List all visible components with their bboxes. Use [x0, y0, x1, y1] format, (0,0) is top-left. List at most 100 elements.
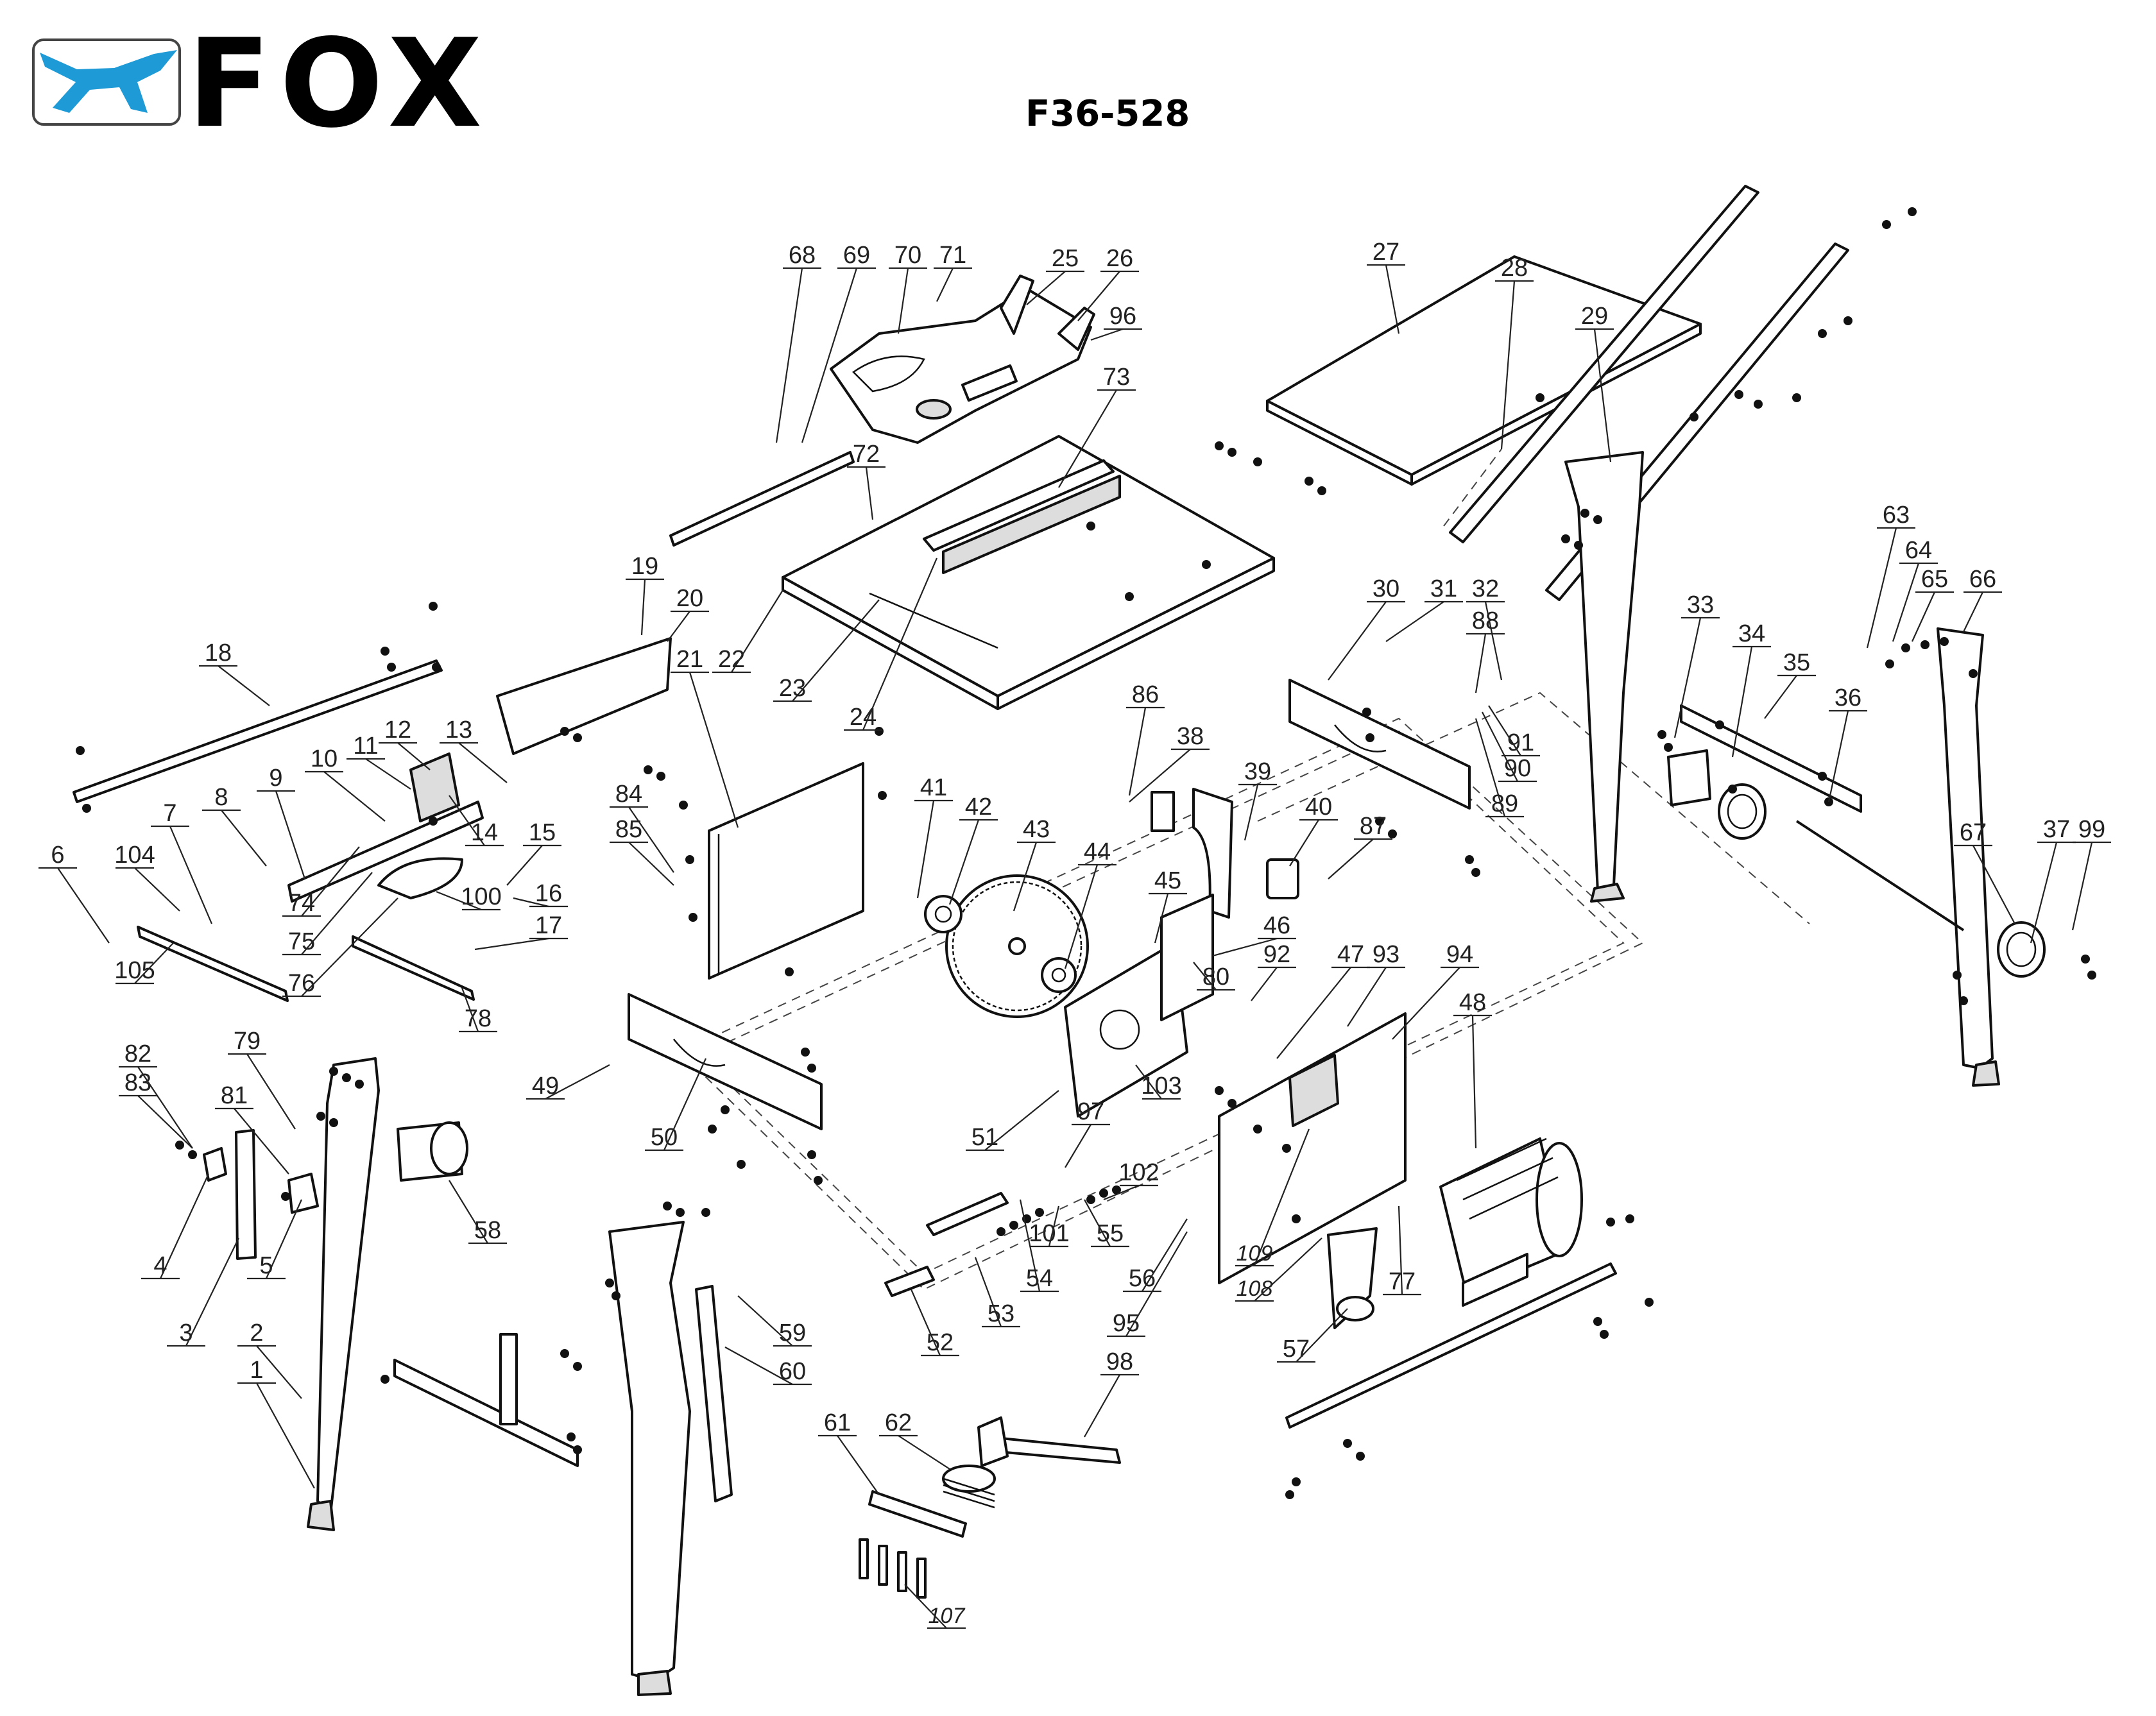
- fastener-dot: [1465, 855, 1474, 864]
- fastener-dot: [1292, 1477, 1301, 1486]
- callout-leader-94: [1392, 967, 1460, 1040]
- callout-label-107: 107: [928, 1604, 966, 1628]
- fastener-dot: [355, 1080, 364, 1089]
- callout-leader-92: [1251, 967, 1278, 1001]
- callout-label-85: 85: [615, 816, 642, 843]
- callout-label-51: 51: [971, 1124, 998, 1151]
- fastener-dot: [785, 967, 794, 976]
- callout-leader-75: [301, 872, 373, 955]
- fastener-dot: [875, 727, 884, 736]
- callout-label-31: 31: [1430, 575, 1457, 602]
- fastener-dot: [1818, 772, 1827, 781]
- callout-leader-32: [1484, 601, 1503, 681]
- fastener-dot: [1228, 448, 1236, 457]
- callout-label-10: 10: [311, 745, 338, 772]
- callout-label-46: 46: [1263, 912, 1290, 939]
- fastener-dot: [612, 1291, 620, 1300]
- callout-label-58: 58: [474, 1217, 501, 1244]
- fastener-dot: [1215, 1086, 1224, 1095]
- wheel-right: [1997, 921, 2046, 978]
- right-support-bracket: [1288, 679, 1471, 810]
- callout-leader-73: [1058, 389, 1117, 488]
- callout-label-5: 5: [259, 1252, 273, 1279]
- callout-leader-33: [1673, 617, 1702, 738]
- fastener-dot: [679, 801, 688, 810]
- fastener-dot: [1305, 477, 1313, 486]
- fastener-dot: [1792, 393, 1801, 402]
- callout-leader-48: [1471, 1015, 1477, 1149]
- blade-guard: [830, 275, 1095, 444]
- flange-42: [924, 895, 963, 933]
- callout-label-48: 48: [1459, 989, 1486, 1016]
- fastener-dot: [188, 1150, 197, 1159]
- callout-label-73: 73: [1103, 364, 1130, 391]
- callout-label-87: 87: [1360, 813, 1387, 840]
- fastener-dot: [1715, 720, 1724, 729]
- switch-box: [397, 1121, 468, 1182]
- rip-fence-rail: [73, 659, 443, 803]
- callout-leader-20: [667, 611, 690, 642]
- callout-label-55: 55: [1097, 1220, 1124, 1247]
- callout-label-42: 42: [965, 794, 992, 820]
- callout-leader-10: [323, 771, 386, 822]
- fastener-dot: [1664, 743, 1673, 752]
- fastener-dot: [605, 1279, 614, 1287]
- fastener-dot: [82, 804, 91, 813]
- callout-label-28: 28: [1501, 255, 1528, 282]
- fastener-dot: [1215, 441, 1224, 450]
- far-right-leg: [1937, 627, 2000, 1087]
- callout-label-70: 70: [894, 242, 921, 269]
- callout-leader-93: [1347, 967, 1387, 1027]
- callout-label-83: 83: [124, 1069, 151, 1096]
- callout-label-32: 32: [1472, 575, 1499, 602]
- leg-tube-3: [235, 1129, 257, 1260]
- callout-label-44: 44: [1084, 838, 1111, 865]
- callout-label-75: 75: [288, 928, 315, 955]
- fastener-dot: [1645, 1298, 1654, 1307]
- callout-label-89: 89: [1491, 790, 1518, 817]
- callout-leader-19: [640, 579, 646, 636]
- callout-leader-9: [275, 790, 306, 879]
- callout-label-62: 62: [885, 1409, 912, 1436]
- callout-label-95: 95: [1113, 1310, 1140, 1337]
- fastener-dot: [1112, 1185, 1121, 1194]
- callout-leader-67: [1972, 845, 2015, 924]
- callout-leader-29: [1593, 328, 1612, 463]
- callout-label-86: 86: [1132, 681, 1159, 708]
- fastener-dot: [1953, 971, 1962, 980]
- leader-lines: [38, 264, 2111, 1629]
- callout-label-61: 61: [824, 1409, 851, 1436]
- callout-leader-39: [1244, 784, 1259, 841]
- callout-leader-70: [897, 268, 909, 334]
- callout-leader-11: [365, 758, 411, 790]
- callout-label-105: 105: [114, 957, 155, 984]
- callout-label-24: 24: [850, 704, 877, 731]
- callout-label-74: 74: [288, 890, 315, 917]
- callout-leader-104: [134, 867, 180, 912]
- callout-label-39: 39: [1244, 758, 1271, 785]
- callout-leader-51: [984, 1090, 1059, 1151]
- callout-leader-62: [898, 1435, 950, 1470]
- callout-label-66: 66: [1969, 566, 1996, 593]
- callout-label-38: 38: [1177, 723, 1204, 750]
- front-panel: [708, 762, 864, 980]
- fastener-dot: [721, 1105, 730, 1114]
- callout-leader-38: [1129, 749, 1191, 803]
- callout-leader-49: [545, 1064, 610, 1100]
- callout-label-100: 100: [461, 883, 501, 910]
- left-front-leg: [307, 1057, 380, 1531]
- callout-leader-7: [169, 826, 213, 924]
- callout-label-72: 72: [853, 441, 880, 468]
- callout-leader-102: [1103, 1184, 1140, 1201]
- center-front-leg: [608, 1221, 691, 1696]
- back-brace-35: [1667, 704, 1862, 813]
- callout-leader-41: [916, 800, 935, 899]
- fastener-dot: [1959, 996, 1968, 1005]
- fastener-dot: [1375, 817, 1384, 826]
- callout-label-97: 97: [1077, 1098, 1104, 1125]
- callout-label-20: 20: [676, 585, 703, 612]
- callout-leader-35: [1764, 675, 1797, 719]
- callout-leader-34: [1731, 646, 1753, 758]
- fastener-dot: [685, 855, 694, 864]
- fastener-dot: [342, 1073, 351, 1082]
